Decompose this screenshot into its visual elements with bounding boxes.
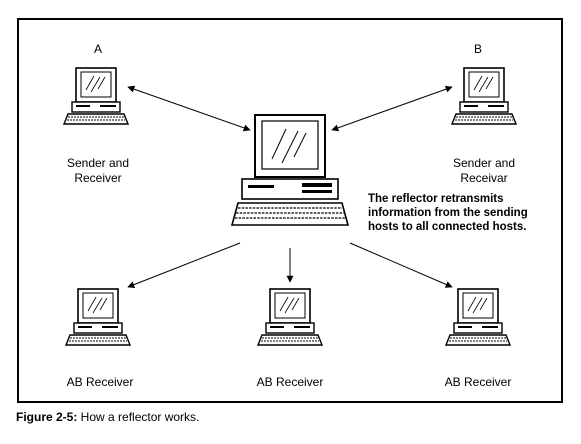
figure-caption: Figure 2-5: How a reflector works. bbox=[16, 410, 199, 424]
receiver-1-icon bbox=[65, 288, 131, 346]
reflector-computer-icon bbox=[231, 114, 349, 226]
receiver-2-icon bbox=[257, 288, 323, 346]
arrow-reflector-r1 bbox=[127, 242, 241, 288]
arrow-reflector-r3 bbox=[349, 242, 453, 288]
computer-a-icon bbox=[63, 67, 129, 125]
node-a-label: Sender and Receiver bbox=[66, 156, 130, 185]
figure-caption-text: How a reflector works. bbox=[77, 410, 200, 424]
receiver-3-label: AB Receiver bbox=[444, 375, 512, 389]
node-a-letter: A bbox=[94, 42, 103, 56]
receiver-1-label: AB Receiver bbox=[66, 375, 134, 389]
figure-number: Figure 2-5: bbox=[16, 410, 78, 424]
receiver-2-label: AB Receiver bbox=[256, 375, 324, 389]
reflector-note: The reflector retransmits information fr… bbox=[368, 193, 528, 233]
arrow-a-reflector bbox=[127, 85, 251, 132]
figure-frame bbox=[17, 18, 563, 403]
receiver-3-icon bbox=[445, 288, 511, 346]
arrow-b-reflector bbox=[331, 85, 453, 132]
node-b-label: Sender and Receivar bbox=[452, 156, 516, 185]
computer-b-icon bbox=[451, 67, 517, 125]
node-b-letter: B bbox=[474, 42, 483, 56]
